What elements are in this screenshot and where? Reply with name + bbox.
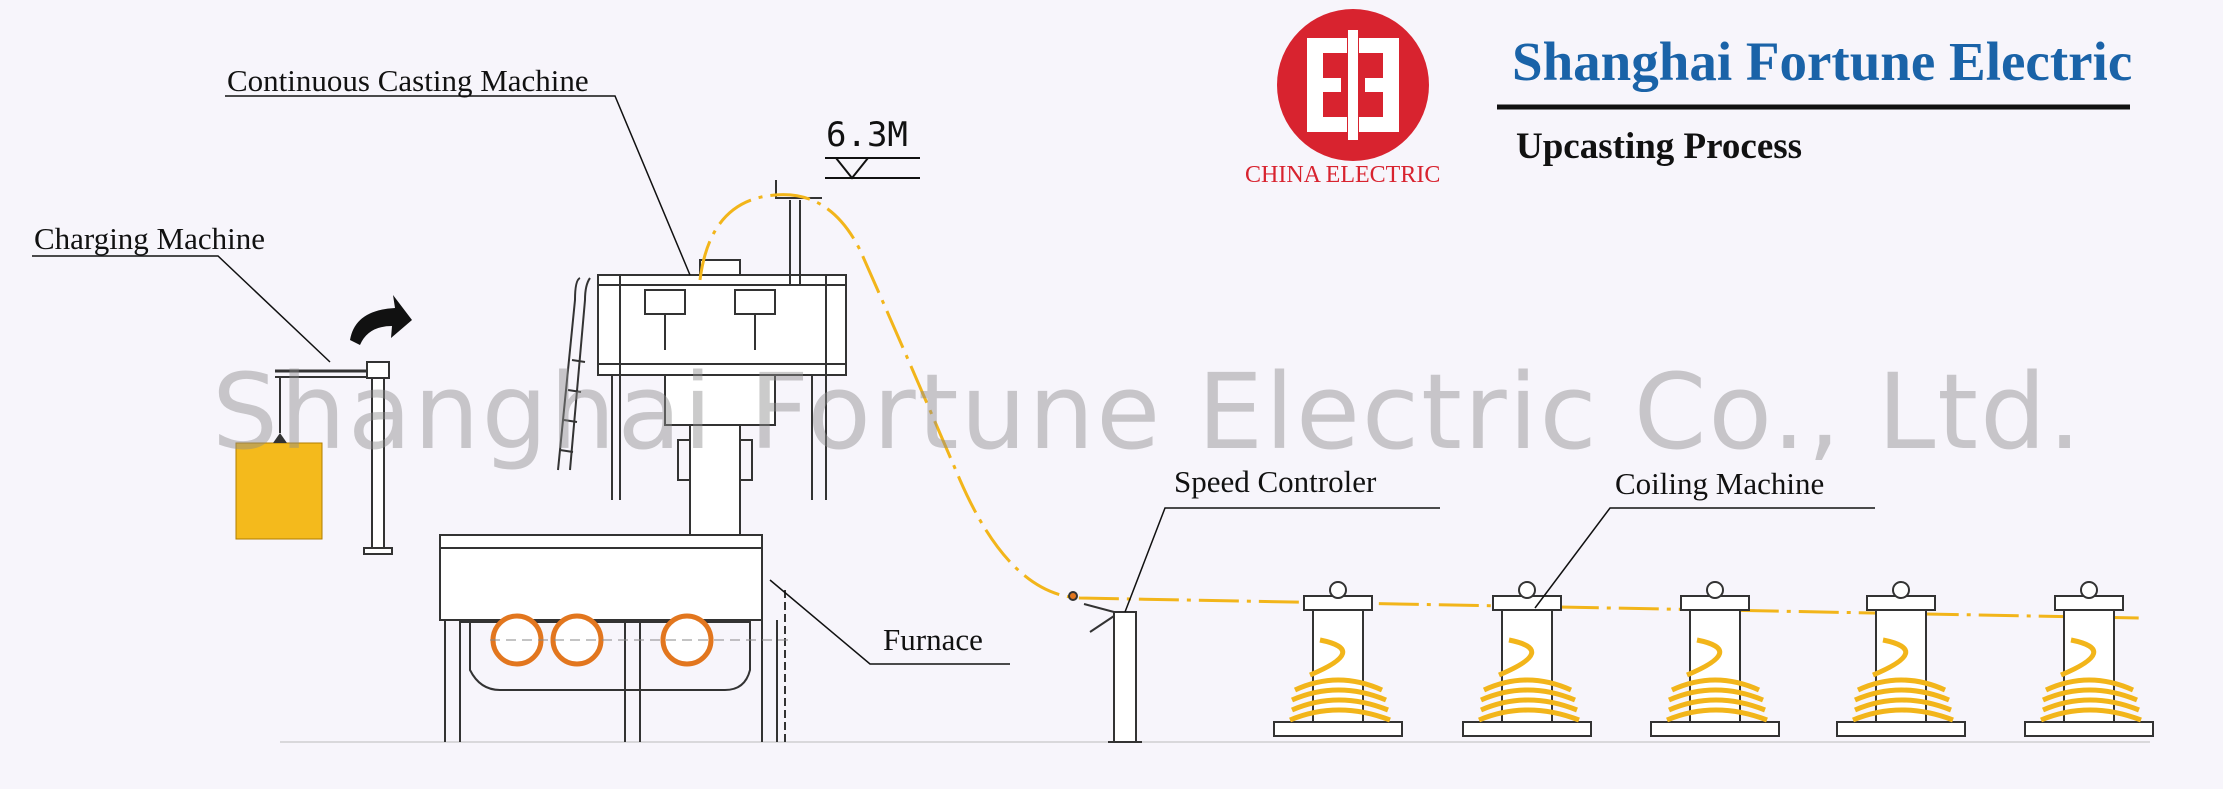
label-speed-controller: Speed Controler — [1174, 464, 1377, 499]
coiling-machine-5 — [2024, 581, 2154, 737]
leader-charging — [32, 255, 331, 363]
leader-lines — [32, 95, 1875, 665]
company-title: Shanghai Fortune Electric — [1512, 31, 2133, 92]
label-continuous-casting-machine: Continuous Casting Machine — [227, 63, 589, 98]
label-furnace: Furnace — [883, 622, 983, 657]
watermark: Shanghai Fortune Electric Co., Ltd. — [212, 351, 2084, 473]
china-electric-logo — [1277, 9, 1429, 161]
label-charging-machine: Charging Machine — [34, 221, 266, 256]
coiling-machine-4 — [1836, 581, 1966, 737]
label-coiling-machine: Coiling Machine — [1615, 466, 1825, 501]
casting-machine-drawing — [557, 180, 847, 536]
logo-caption: CHINA ELECTRIC — [1245, 162, 1441, 188]
coiling-machine-1 — [1273, 581, 1403, 737]
coiling-machine-2 — [1462, 581, 1592, 737]
speed-controller-drawing — [1068, 591, 1142, 743]
elevation-marker — [825, 157, 920, 180]
leader-speed — [1124, 507, 1440, 613]
process-subtitle: Upcasting Process — [1516, 126, 1803, 167]
leader-furnace — [769, 579, 1010, 665]
leader-casting — [225, 95, 691, 276]
leader-coiling — [1534, 507, 1875, 609]
copper-rod-path — [698, 193, 2141, 620]
arrow-icon — [350, 295, 412, 345]
coiling-machine-3 — [1650, 581, 1780, 737]
charging-machine-drawing — [235, 295, 412, 555]
label-elevation: 6.3M — [826, 115, 908, 155]
